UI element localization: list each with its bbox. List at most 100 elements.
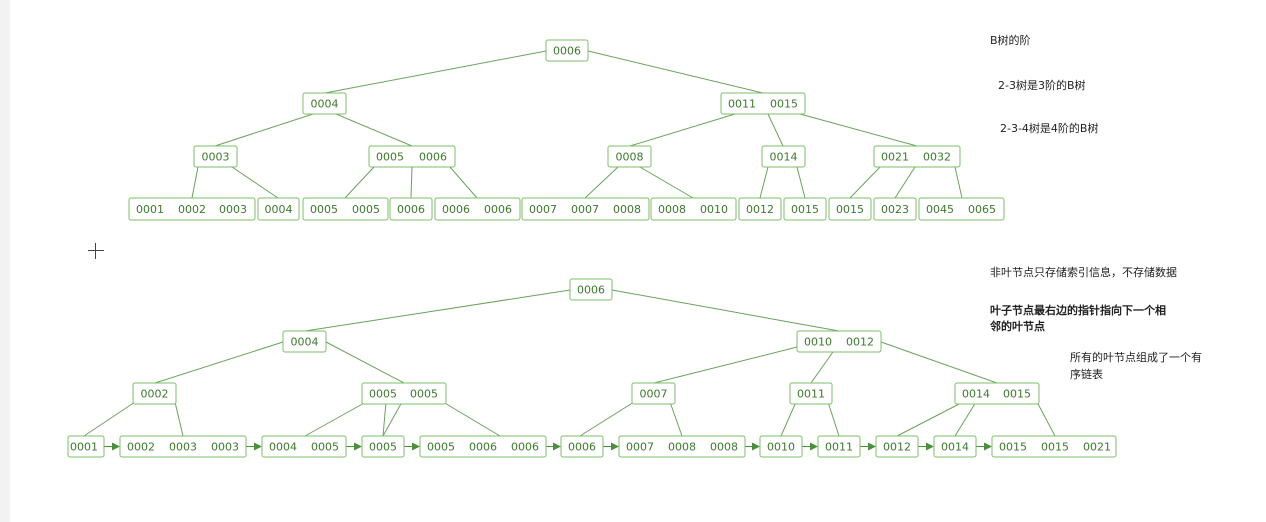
bplustree-level2-node-key: 0011: [797, 388, 825, 401]
bplustree-leaf-node-key: 0006: [568, 441, 596, 454]
note-leaf-list-2: 序链表: [1070, 368, 1103, 381]
bplustree-leaf-node-key: 0001: [70, 441, 98, 454]
btree-leaf-node-key: 0008: [613, 203, 641, 216]
bplustree-level1-node: 0004: [282, 330, 327, 353]
tree-edge: [382, 401, 403, 437]
tree-edge: [579, 401, 635, 437]
tree-edge: [231, 166, 279, 199]
bplustree-leaf-node-key: 0015: [999, 441, 1027, 454]
btree-leaf-node-key: 0023: [881, 203, 909, 216]
bplustree-leaf-node: 0004 0005: [261, 435, 347, 458]
btree-root-node: 0006: [545, 39, 589, 62]
bplustree-leaf-node-key: 0005: [311, 441, 339, 454]
bplustree-root-node: 0006: [569, 278, 613, 301]
bplustree-level2-node-key: 0007: [640, 388, 668, 401]
tree-edge: [1036, 401, 1056, 437]
btree-leaf-node-key: 0012: [746, 203, 774, 216]
btree-level2-node: 0014: [761, 145, 806, 168]
btree-leaf-node-key: 0004: [265, 203, 293, 216]
bplustree-leaf-node: 0006: [560, 435, 604, 458]
tree-edge: [584, 166, 619, 199]
tree-edge: [954, 401, 977, 437]
btree-level2-node-box: [368, 145, 456, 168]
tree-edge: [382, 401, 387, 437]
btree-leaf-node-key: 0065: [968, 203, 996, 216]
btree-level1-node-key: 0004: [311, 98, 339, 111]
bplustree-leaf-node-key: 0004: [269, 441, 297, 454]
btree-leaf-node-key: 0006: [442, 203, 470, 216]
btree-leaf-node-key: 0003: [219, 203, 247, 216]
btree-level2-node-key: 0008: [616, 151, 644, 164]
bplustree-leaf-node-box: [361, 435, 405, 458]
bplustree-leaf-node-key: 0005: [369, 441, 397, 454]
bplustree-leaf-node-box: [261, 435, 347, 458]
bplustree-root-node-box: [569, 278, 613, 301]
drawing-canvas: [10, 0, 1266, 522]
tree-edge: [653, 341, 818, 384]
tree-edge: [442, 401, 501, 437]
bplustree-leaf-node-key: 0008: [668, 441, 696, 454]
tree-edge: [449, 166, 478, 199]
bplustree-level1-node-key: 0010: [804, 336, 832, 349]
bplustree-level2-node-key: 0014: [962, 388, 990, 401]
bplustree-leaf-node-key: 0021: [1083, 441, 1111, 454]
bplustree-level1-node-key: 0004: [291, 336, 319, 349]
tree-edge: [896, 401, 964, 437]
bplustree-level2-node-box: [789, 382, 833, 405]
bplustree-leaf-node-key: 0002: [127, 441, 155, 454]
tree-edge: [629, 113, 736, 147]
bplustree-level2-node-key: 0015: [1003, 388, 1031, 401]
note-order-title: B树的阶: [990, 34, 1031, 47]
btree-level2-node: 0008: [607, 145, 652, 168]
btree-leaf-node-key: 0001: [136, 203, 164, 216]
bplustree-leaf-node-key: 0008: [710, 441, 738, 454]
bplustree-level2-node-key: 0005: [410, 388, 438, 401]
btree-level2-node-key: 0006: [419, 151, 447, 164]
tree-edge: [154, 341, 284, 384]
bplustree-leaf-node-box: [817, 435, 861, 458]
tree-edge: [587, 50, 764, 94]
bplustree-leaf-node-key: 0011: [825, 441, 853, 454]
btree-level2-node-box: [193, 145, 238, 168]
btree-leaf-node: 0023: [873, 197, 917, 221]
bplustree-level2-node-box: [361, 382, 447, 405]
tree-edge: [799, 113, 918, 147]
bplustree-leaf-node-key: 0003: [211, 441, 239, 454]
tree-edge: [759, 166, 769, 199]
btree-leaf-node-key: 0010: [700, 203, 728, 216]
tree-edge: [796, 166, 806, 199]
bplustree-level2-node: 0011: [789, 382, 833, 405]
btree-level1-node: 0004: [302, 92, 347, 115]
bplustree-leaf-node: 0011: [817, 435, 861, 458]
bplustree-leaf-node-box: [119, 435, 247, 458]
tree-edge: [849, 166, 881, 199]
tree-edge: [894, 166, 916, 199]
btree-level2-node-box: [607, 145, 652, 168]
btree-level2-node: 0003: [193, 145, 238, 168]
crosshair-cursor-icon: [88, 243, 104, 259]
tree-edge: [304, 289, 571, 332]
tree-edge: [827, 401, 840, 437]
tree-edge: [780, 401, 797, 437]
note-leaf-pointer-1: 叶子节点最右边的指针指向下一个相: [990, 304, 1166, 317]
bplustree-level2-node-box: [954, 382, 1040, 405]
bplustree-leaf-node: 0010: [759, 435, 803, 458]
btree-leaf-node-box: [521, 197, 650, 221]
btree-leaf-node-box: [783, 197, 827, 221]
btree-level2-node-box: [873, 145, 961, 168]
bplustree-level1-node-box: [796, 330, 882, 353]
